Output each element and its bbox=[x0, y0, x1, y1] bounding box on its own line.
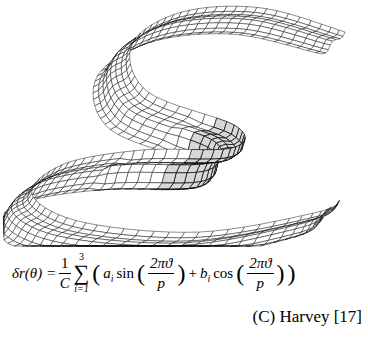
mesh-cell bbox=[142, 25, 152, 35]
formula-term: sin bbox=[117, 265, 135, 282]
parenthesis: ) bbox=[288, 261, 296, 285]
denominator: C bbox=[60, 274, 70, 292]
parenthesis: ) bbox=[177, 261, 185, 285]
mesh-cell bbox=[315, 221, 320, 223]
mesh-cell bbox=[40, 171, 50, 181]
numerator: 1 bbox=[59, 255, 71, 274]
formula-term: b bbox=[200, 265, 208, 282]
formula-term: cos bbox=[213, 265, 233, 282]
parenthesis: ( bbox=[92, 261, 100, 285]
numerator: 2πϑ bbox=[247, 255, 273, 274]
wireframe-surface bbox=[0, 0, 368, 250]
subscript: i bbox=[111, 273, 114, 284]
sum-limit: i=1 bbox=[74, 284, 89, 294]
parenthesis: ( bbox=[236, 261, 244, 285]
mesh-cell bbox=[222, 241, 241, 246]
denominator: p bbox=[157, 274, 165, 292]
fraction: 2πϑp bbox=[148, 255, 174, 291]
fraction: 1C bbox=[59, 255, 71, 291]
subscripted-term: ai bbox=[103, 265, 113, 282]
mesh-cell bbox=[322, 213, 325, 219]
parenthesis: ) bbox=[277, 261, 285, 285]
mesh-cell bbox=[15, 244, 28, 246]
mesh-cell bbox=[72, 245, 89, 247]
mesh-cell bbox=[36, 175, 45, 185]
subscript: i bbox=[207, 273, 210, 284]
formula: δr(θ) =1C3∑i=1(aisin(2πϑp)+bicos(2πϑp)) bbox=[12, 252, 296, 294]
formula-term: a bbox=[103, 265, 111, 282]
formula-term: δr(θ) = bbox=[12, 265, 56, 282]
caption: (C) Harvey [17] bbox=[252, 308, 362, 327]
mesh-cell bbox=[137, 29, 146, 39]
denominator: p bbox=[257, 274, 265, 292]
mesh-cell bbox=[337, 200, 340, 205]
subscripted-term: bi bbox=[200, 265, 210, 282]
sum-sign: ∑ bbox=[74, 262, 90, 284]
mesh-cell bbox=[133, 245, 152, 247]
fraction: 2πϑp bbox=[247, 255, 273, 291]
sum-limit: 3 bbox=[79, 252, 84, 262]
parenthesis: ( bbox=[137, 261, 145, 285]
mesh-cell bbox=[261, 241, 279, 246]
summation: 3∑i=1 bbox=[74, 252, 90, 294]
numerator: 2πϑ bbox=[148, 255, 174, 274]
formula-term: + bbox=[188, 265, 196, 282]
